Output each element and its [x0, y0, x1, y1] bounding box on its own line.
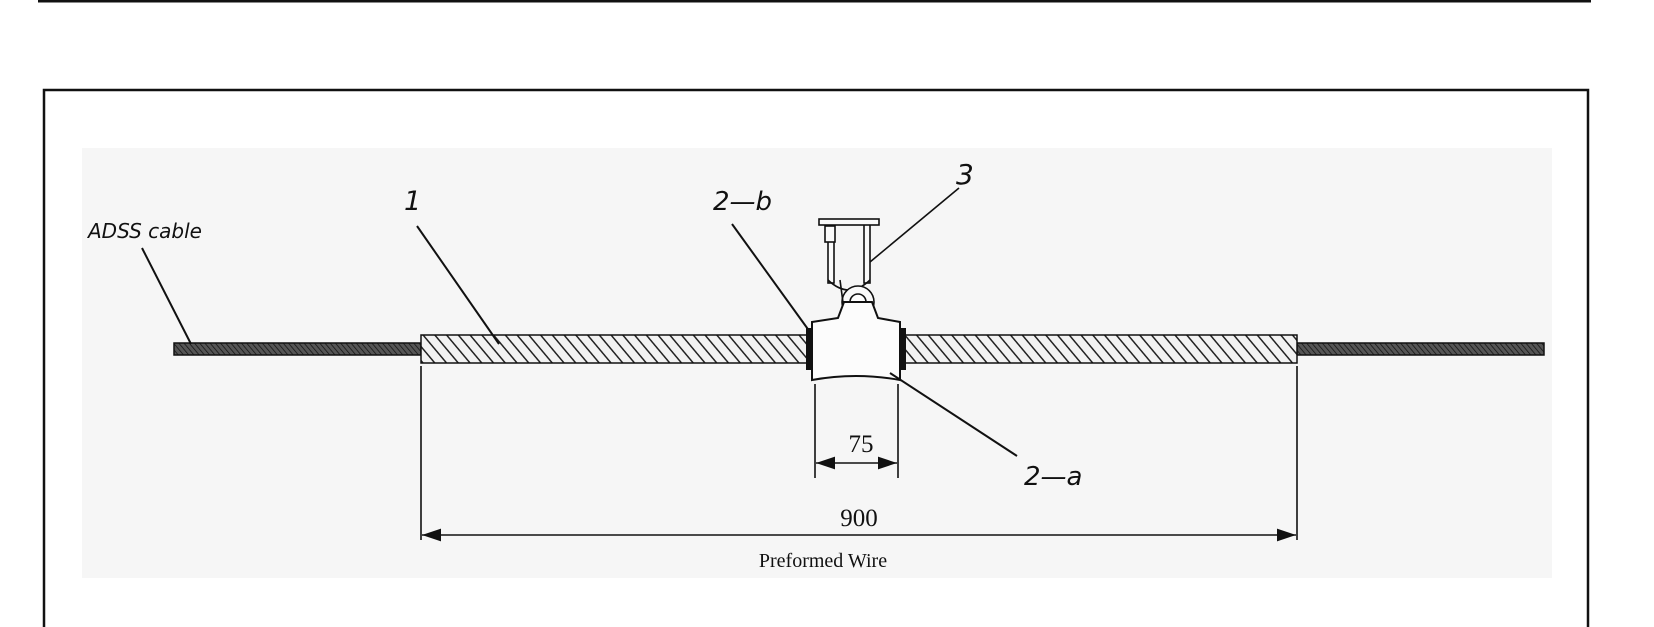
label-part-2b: 2—b [713, 187, 772, 217]
dim-900-value: 900 [840, 505, 878, 532]
label-part-3: 3 [956, 158, 974, 191]
label-part-1: 1 [404, 186, 421, 217]
leader-part-3 [869, 187, 960, 263]
adss-cable-left [173, 342, 422, 356]
adss-cable-right [1296, 342, 1545, 356]
leader-part-2a [889, 372, 1018, 457]
dim-75-value: 75 [849, 431, 874, 458]
preformed-wire-right [901, 334, 1298, 364]
leader-part-1 [416, 225, 500, 345]
suspension-clamp-icon [811, 301, 901, 382]
caption-preformed-wire: Preformed Wire [759, 550, 887, 572]
preformed-wire-left [420, 334, 814, 364]
drawing-frame [42, 88, 1590, 627]
leader-part-2b [731, 223, 811, 333]
label-adss-cable: ADSS cable [86, 219, 202, 243]
label-part-2a: 2—a [1024, 462, 1082, 492]
leader-adss-cable [141, 247, 192, 345]
